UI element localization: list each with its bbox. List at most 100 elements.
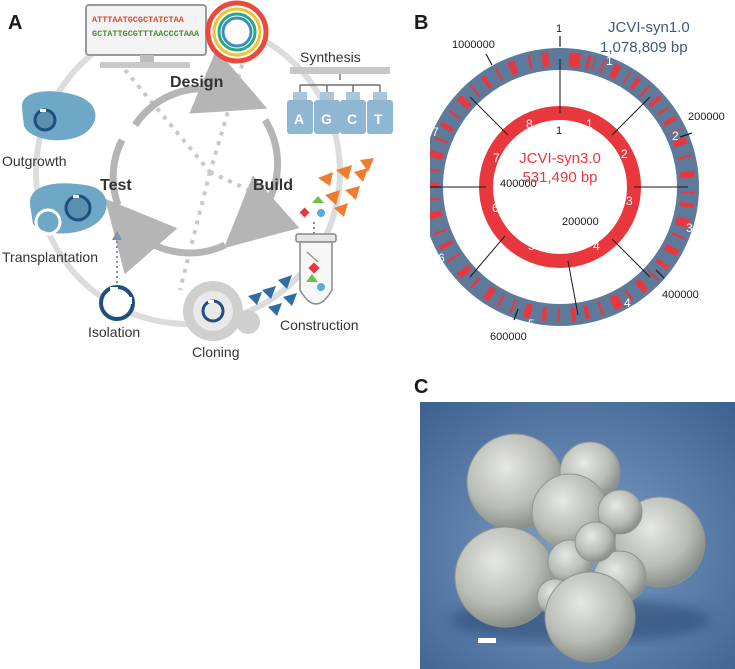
syn3-name: JCVI-syn3.0	[519, 150, 601, 167]
bottle-c-icon: C	[340, 92, 366, 134]
synthesis-label: Synthesis	[300, 49, 361, 65]
gene-block	[430, 210, 443, 220]
gene-block	[647, 269, 659, 281]
gene-block	[568, 52, 582, 68]
gene-block	[494, 67, 504, 82]
svg-text:2: 2	[672, 129, 679, 143]
panel-b-letter: B	[414, 12, 429, 34]
gene-block	[609, 63, 622, 80]
svg-text:1: 1	[586, 117, 593, 131]
gene-block	[655, 258, 670, 271]
segment-dividers	[432, 59, 688, 316]
inner-tick-200000: 200000	[562, 216, 599, 228]
design-label: Design	[170, 74, 223, 91]
gene-block	[597, 301, 604, 316]
gene-block	[671, 232, 686, 240]
inner-segment-numbers: 1 2 3 4 5 6 7 8	[492, 117, 633, 253]
svg-text:5: 5	[528, 317, 535, 331]
svg-text:5: 5	[528, 239, 535, 253]
gene-block	[675, 216, 691, 229]
svg-text:T: T	[374, 111, 383, 127]
syn1-size: 1,078,809 bp	[600, 39, 688, 56]
gene-block	[609, 293, 624, 311]
svg-text:7: 7	[493, 151, 500, 165]
gene-block	[448, 109, 461, 120]
gene-block	[469, 276, 481, 289]
gene-block	[469, 85, 481, 98]
monitor-seq-1: ATTTAATGCGCTATCTAA	[92, 15, 185, 25]
gene-block	[668, 127, 682, 136]
gene-block	[585, 54, 592, 70]
nucleotide-bottles: A G C T	[287, 92, 393, 134]
svg-text:A: A	[294, 111, 304, 127]
svg-text:G: G	[321, 111, 332, 127]
scale-bar	[478, 638, 496, 643]
outer-segment-numbers: 1 2 3 4 5 6 7 8	[432, 54, 693, 331]
gene-block	[599, 59, 607, 74]
bottle-a-icon: A	[287, 92, 313, 134]
syn3-size: 531,490 bp	[522, 169, 597, 186]
gene-block	[622, 71, 632, 85]
svg-text:2: 2	[621, 147, 628, 161]
gene-block	[430, 149, 444, 160]
gene-block	[672, 136, 688, 148]
gene-block	[663, 243, 680, 257]
bottle-t-icon: T	[367, 92, 393, 134]
inner-cycle	[104, 49, 300, 275]
gene-block	[433, 136, 448, 144]
inner-tick-400000: 400000	[500, 178, 537, 190]
inner-tick-1: 1	[556, 125, 562, 137]
svg-text:1: 1	[606, 54, 613, 68]
assembly-parts-icon	[299, 196, 325, 237]
synthesis-lines	[299, 74, 381, 92]
syn1-name: JCVI-syn1.0	[608, 19, 690, 36]
gene-block	[433, 228, 448, 236]
svg-text:7: 7	[432, 125, 439, 139]
construction-label: Construction	[280, 317, 359, 333]
gene-block	[482, 286, 496, 302]
panel-c-letter: C	[414, 376, 429, 398]
build-label: Build	[253, 177, 293, 194]
svg-text:8: 8	[526, 117, 533, 131]
isolated-genome-icon	[99, 285, 135, 321]
outer-gene-blocks	[430, 52, 695, 322]
svg-text:4: 4	[624, 296, 631, 310]
bottle-g-icon: G	[314, 92, 340, 134]
gene-block	[480, 75, 493, 90]
test-tube-icon	[295, 233, 337, 305]
outgrowth-cell-icon	[21, 91, 96, 141]
gene-block	[634, 278, 649, 294]
gene-block	[679, 201, 694, 209]
cloning-yeast-icon	[183, 281, 260, 341]
panel-a-letter: A	[8, 12, 23, 34]
svg-text:6: 6	[492, 201, 499, 215]
cell-cluster	[454, 433, 706, 663]
svg-text:4: 4	[593, 239, 600, 253]
gene-block	[438, 240, 454, 251]
gene-block	[639, 85, 651, 98]
svg-text:8: 8	[480, 54, 487, 68]
gene-block	[522, 303, 533, 319]
outer-tick-200000: 200000	[688, 111, 725, 123]
gene-block	[624, 288, 634, 302]
gene-block	[656, 105, 670, 116]
svg-text:6: 6	[438, 251, 445, 265]
svg-text:C: C	[347, 111, 357, 127]
cloning-label: Cloning	[192, 344, 239, 360]
gene-block	[680, 170, 695, 179]
gene-block	[629, 76, 642, 91]
panel-a-diagram: Design Build Test ATTTAATGCGCTATCTAA GCT…	[2, 0, 393, 360]
gene-block	[527, 55, 533, 70]
svg-text:3: 3	[626, 194, 633, 208]
gene-block	[496, 293, 506, 308]
outer-tick-marks	[430, 36, 693, 321]
gene-block	[509, 299, 517, 314]
gene-block	[648, 94, 662, 108]
gene-block	[456, 264, 472, 280]
panel-b-genome-map: 1 200000 400000 600000 800000 1000000 1 …	[430, 19, 725, 343]
gene-block	[507, 60, 519, 76]
gene-block	[662, 115, 677, 127]
gene-block	[456, 94, 472, 110]
outer-tick-1000000: 1000000	[452, 39, 495, 51]
dna-fragments-icon	[318, 158, 374, 217]
